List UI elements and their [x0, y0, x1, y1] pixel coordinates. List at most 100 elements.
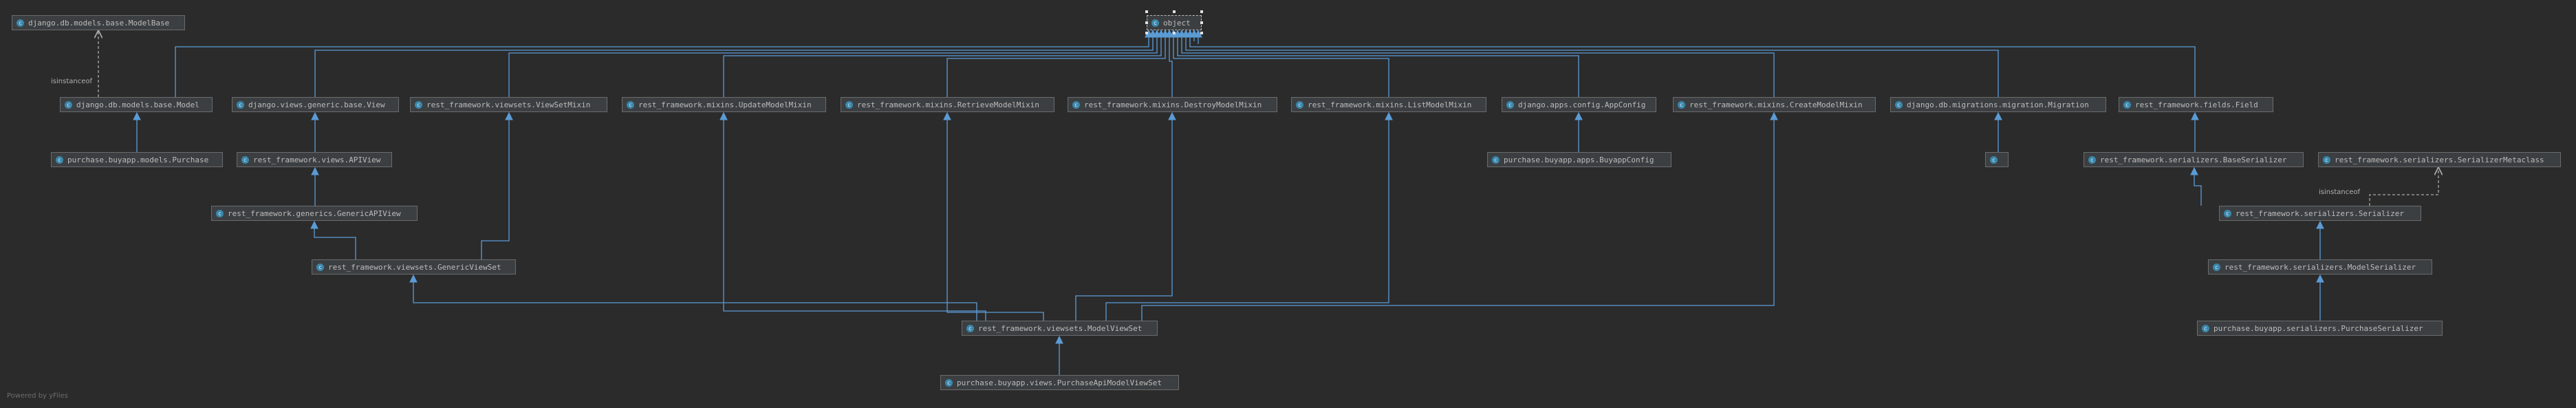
inheritance-edge: [409, 274, 977, 321]
footer-powered-by: Powered by yFiles: [7, 392, 68, 400]
class-icon: c: [415, 100, 422, 109]
selection-handle[interactable]: [1145, 10, 1148, 13]
selection-handle[interactable]: [1145, 21, 1148, 24]
class-icon: c: [17, 19, 24, 27]
inheritance-edge: [1105, 111, 1393, 321]
node-apiview[interactable]: c rest_framework.views.APIView: [237, 152, 392, 167]
class-icon: c: [1072, 100, 1080, 109]
inherits-object-edge: [314, 29, 1157, 97]
node-modelbase[interactable]: c django.db.models.base.ModelBase: [12, 15, 185, 30]
node-migration[interactable]: c django.db.migrations.migration.Migrati…: [1890, 97, 2106, 112]
class-icon: c: [1492, 155, 1500, 164]
inherits-object-edge: [1173, 29, 1579, 97]
node-label: rest_framework.generics.GenericAPIView: [228, 208, 401, 218]
selection-handle[interactable]: [1145, 32, 1148, 34]
inherits-object-edge: [1182, 29, 1999, 97]
class-icon: c: [2123, 100, 2131, 109]
node-view[interactable]: c django.views.generic.base.View: [232, 97, 399, 112]
node-destroymodelmixin[interactable]: c rest_framework.mixins.DestroyModelMixi…: [1068, 97, 1277, 112]
node-createmodelmixin[interactable]: c rest_framework.mixins.CreateModelMixin: [1673, 97, 1876, 112]
node-label: django.apps.config.AppConfig: [1518, 100, 1646, 109]
inherits-object-edge: [946, 29, 1169, 97]
node-modelserializer[interactable]: c rest_framework.serializers.ModelSerial…: [2208, 259, 2432, 275]
node-appconfig[interactable]: c django.apps.config.AppConfig: [1502, 97, 1656, 112]
node-modelviewset[interactable]: c rest_framework.viewsets.ModelViewSet: [962, 321, 1158, 336]
inherits-object-edge: [1186, 29, 2196, 97]
node-label: django.db.migrations.migration.Migration: [1907, 100, 2089, 109]
instanceof-label: isinstanceof: [51, 78, 92, 85]
node-genericviewset[interactable]: c rest_framework.viewsets.GenericViewSet: [312, 259, 516, 275]
selection-handle[interactable]: [1173, 10, 1176, 13]
node-label: django.db.models.base.Model: [76, 100, 199, 109]
node-label: rest_framework.mixins.UpdateModelMixin: [638, 100, 812, 109]
class-icon: c: [316, 263, 324, 271]
inheritance-edge: [481, 111, 513, 259]
node-label: rest_framework.serializers.BaseSerialize…: [2100, 155, 2287, 164]
inherits-object-edge: [1169, 29, 1389, 97]
node-label: purchase.buyapp.models.Purchase: [67, 155, 209, 164]
inheritance-edge: [1141, 111, 1778, 321]
inherits-object-edge: [1165, 29, 1173, 97]
node-label: rest_framework.viewsets.GenericViewSet: [328, 262, 501, 272]
node-listmodelmixin[interactable]: c rest_framework.mixins.ListModelMixin: [1291, 97, 1486, 112]
class-icon: c: [1506, 100, 1514, 109]
node-label: object: [1163, 18, 1191, 28]
node-viewsetmixin[interactable]: c rest_framework.viewsets.ViewSetMixin: [410, 97, 607, 112]
node-label: rest_framework.mixins.RetrieveModelMixin: [857, 100, 1039, 109]
node-field[interactable]: c rest_framework.fields.Field: [2119, 97, 2273, 112]
node-serializermetaclass[interactable]: c rest_framework.serializers.SerializerM…: [2318, 152, 2561, 167]
node-purchase-model[interactable]: c purchase.buyapp.models.Purchase: [51, 152, 223, 167]
node-retrievemodelmixin[interactable]: c rest_framework.mixins.RetrieveModelMix…: [841, 97, 1054, 112]
inheritance-edge: [310, 220, 356, 259]
class-icon: c: [2088, 155, 2096, 164]
inheritance-edge: [1075, 111, 1176, 321]
node-purchaseserializer[interactable]: c purchase.buyapp.serializers.PurchaseSe…: [2197, 321, 2443, 336]
node-label: purchase.buyapp.serializers.PurchaseSeri…: [2214, 323, 2423, 333]
node-baseserializer[interactable]: c rest_framework.serializers.BaseSeriali…: [2083, 152, 2304, 167]
inherits-object-edge: [723, 29, 1165, 97]
node-object[interactable]: c object: [1147, 15, 1202, 30]
node-label: rest_framework.views.APIView: [253, 155, 381, 164]
class-icon: c: [1151, 19, 1159, 27]
class-icon: c: [1990, 155, 1998, 164]
inherits-object-edge: [175, 29, 1153, 97]
inherits-object-edge: [508, 29, 1161, 97]
class-icon: c: [1895, 100, 1903, 109]
node-label: django.views.generic.base.View: [248, 100, 385, 109]
class-icon: c: [1296, 100, 1303, 109]
node-purchaseapimodelviewset[interactable]: c purchase.buyapp.views.PurchaseApiModel…: [940, 375, 1179, 390]
inheritance-edge: [719, 111, 986, 321]
node-model[interactable]: c django.db.models.base.Model: [60, 97, 213, 112]
inheritance-edge: [2190, 167, 2202, 206]
class-icon: c: [241, 155, 249, 164]
class-icon: c: [627, 100, 634, 109]
selection-handle[interactable]: [1200, 21, 1203, 24]
node-migration-subclass[interactable]: c: [1985, 152, 2009, 167]
node-label: rest_framework.mixins.DestroyModelMixin: [1084, 100, 1262, 109]
node-serializer[interactable]: c rest_framework.serializers.Serializer: [2219, 206, 2421, 221]
class-icon: c: [216, 209, 224, 217]
inheritance-edge: [943, 111, 1044, 321]
instanceof-label: isinstanceof: [2319, 189, 2360, 196]
node-label: rest_framework.viewsets.ViewSetMixin: [426, 100, 591, 109]
class-icon: c: [237, 100, 244, 109]
class-icon: c: [2213, 263, 2220, 271]
node-label: purchase.buyapp.apps.BuyappConfig: [1504, 155, 1654, 164]
node-label: rest_framework.serializers.Serializer: [2236, 208, 2405, 218]
selection-handle[interactable]: [1200, 32, 1203, 34]
class-icon: c: [65, 100, 72, 109]
node-label: rest_framework.viewsets.ModelViewSet: [978, 323, 1143, 333]
class-icon: c: [945, 378, 953, 387]
class-icon: c: [966, 324, 974, 332]
node-buyappconfig[interactable]: c purchase.buyapp.apps.BuyappConfig: [1487, 152, 1671, 167]
selection-handle[interactable]: [1173, 32, 1176, 34]
node-updatemodelmixin[interactable]: c rest_framework.mixins.UpdateModelMixin: [622, 97, 826, 112]
class-icon: c: [1678, 100, 1685, 109]
node-genericapiview[interactable]: c rest_framework.generics.GenericAPIView: [211, 206, 418, 221]
node-label: django.db.models.base.ModelBase: [28, 18, 170, 28]
class-icon: c: [2224, 209, 2231, 217]
node-label: rest_framework.serializers.SerializerMet…: [2335, 155, 2544, 164]
selection-handle[interactable]: [1200, 10, 1203, 13]
class-icon: c: [2202, 324, 2209, 332]
